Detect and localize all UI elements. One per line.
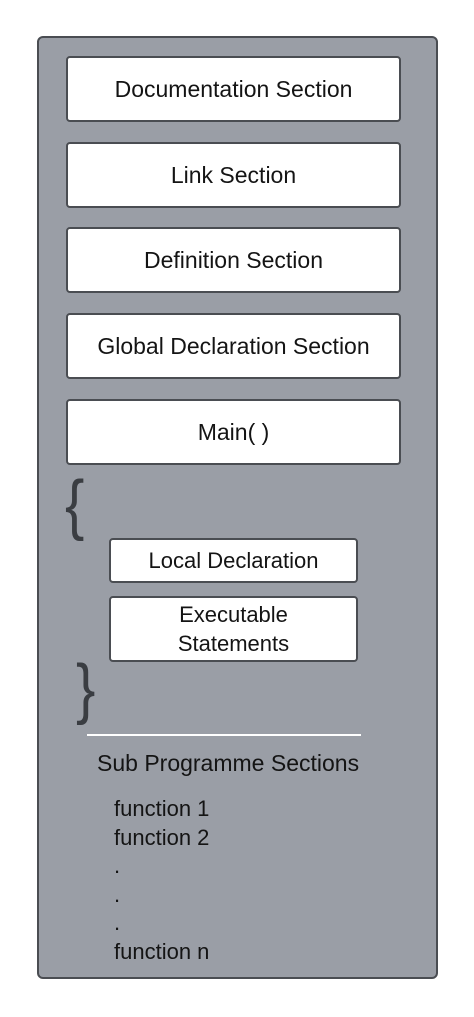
executable-statements-box: Executable Statements: [109, 596, 358, 662]
global-declaration-section-box: Global Declaration Section: [66, 313, 401, 379]
close-brace: }: [76, 651, 96, 727]
local-declaration-box: Local Declaration: [109, 538, 358, 583]
function-list-item: .: [114, 910, 121, 935]
open-brace: {: [65, 467, 85, 543]
documentation-section-box: Documentation Section: [66, 56, 401, 122]
main-function-label: Main( ): [197, 418, 270, 445]
executable-statements-label-line1: Executable: [179, 602, 288, 627]
sub-programme-title: Sub Programme Sections: [97, 750, 360, 776]
link-section-label: Link Section: [170, 161, 297, 188]
function-list-item: .: [114, 853, 121, 878]
link-section-box: Link Section: [66, 142, 401, 208]
definition-section-box: Definition Section: [66, 227, 401, 293]
main-function-box: Main( ): [66, 399, 401, 465]
function-list: function 1 function 2 . . . function n: [114, 795, 209, 966]
c-program-structure-panel: Documentation Section Link Section Defin…: [37, 36, 438, 979]
global-declaration-section-label: Global Declaration Section: [97, 332, 370, 359]
function-list-item: function 2: [114, 824, 210, 850]
function-list-item: function 1: [114, 796, 210, 821]
local-declaration-label: Local Declaration: [148, 548, 319, 573]
function-list-item: function n: [114, 938, 210, 964]
definition-section-label: Definition Section: [144, 246, 323, 273]
documentation-section-label: Documentation Section: [114, 75, 353, 102]
function-list-item: .: [114, 881, 121, 907]
executable-statements-label-line2: Statements: [177, 631, 290, 656]
section-divider: [87, 734, 361, 736]
